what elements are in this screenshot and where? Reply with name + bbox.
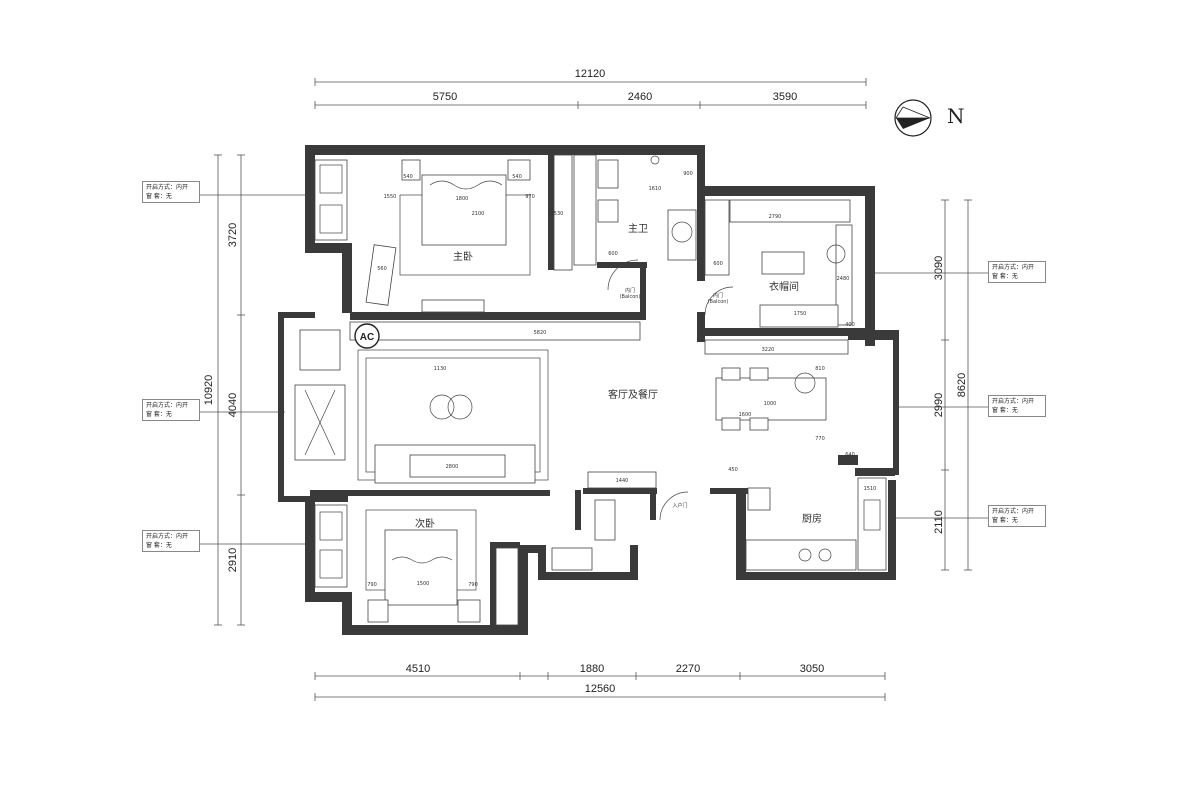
room-label-master-bedroom: 主卧 <box>453 250 473 263</box>
dim-left-seg-3: 2910 <box>227 548 239 572</box>
dim-right-total: 8620 <box>956 373 968 397</box>
ac-label: AC <box>360 332 374 343</box>
walk-in-closet: 衣帽间 2790 2480 1750 内门 (Balcon) 400 <box>704 199 855 328</box>
room-label-kitchen: 厨房 <box>802 512 822 525</box>
dim-right-seg-3: 2110 <box>933 510 945 534</box>
svg-text:1130: 1130 <box>434 366 447 372</box>
north-label: N <box>947 104 965 128</box>
second-bedroom: 次卧 1500 790 790 <box>314 504 519 626</box>
bottom-dimensions: 4510 1880 2270 3050 12560 <box>314 663 886 701</box>
dim-bottom-seg-3: 2270 <box>676 663 700 675</box>
left-dimensions: 10920 3720 4040 2910 <box>203 154 245 626</box>
svg-text:内门: 内门 <box>713 292 723 299</box>
svg-text:1600: 1600 <box>739 412 752 418</box>
master-bedroom: 主卧 1800 2100 1550 970 2530 560 540 540 <box>314 154 597 313</box>
living-dining: 5820 AC 2800 1130 1000 1600 810 770 3220… <box>294 251 855 484</box>
svg-text:1800: 1800 <box>456 196 469 202</box>
svg-text:790: 790 <box>367 582 377 588</box>
svg-text:790: 790 <box>468 582 478 588</box>
second-bed <box>384 529 458 606</box>
window-note-right-2: 开启方式：内开 窗 套：无 <box>988 395 1046 417</box>
window-leaders <box>200 194 988 545</box>
dim-bottom-seg-4: 3050 <box>800 663 824 675</box>
svg-text:640: 640 <box>845 452 855 458</box>
dim-bottom-seg-2: 1880 <box>580 663 604 675</box>
svg-text:2530: 2530 <box>551 211 564 217</box>
compass-icon <box>894 99 932 137</box>
svg-text:1750: 1750 <box>794 311 807 317</box>
master-bed <box>421 174 507 246</box>
dim-top-total: 12120 <box>575 68 606 80</box>
svg-text:450: 450 <box>728 467 738 473</box>
svg-text:540: 540 <box>403 174 413 180</box>
svg-text:1610: 1610 <box>649 186 662 192</box>
window-note-right-3: 开启方式：内开 窗 套：无 <box>988 505 1046 527</box>
svg-text:入户门: 入户门 <box>672 502 687 509</box>
exterior-walls <box>278 145 899 635</box>
svg-text:900: 900 <box>683 171 693 177</box>
room-label-living-dining: 客厅及餐厅 <box>608 388 658 401</box>
room-label-second-bedroom: 次卧 <box>415 517 435 530</box>
window-note-left-2: 开启方式：内开 窗 套：无 <box>142 399 200 421</box>
dim-left-seg-1: 3720 <box>227 223 239 247</box>
svg-text:1440: 1440 <box>616 478 629 484</box>
room-label-walk-in-closet: 衣帽间 <box>769 280 799 293</box>
svg-text:600: 600 <box>608 251 618 257</box>
svg-text:770: 770 <box>815 436 825 442</box>
svg-text:540: 540 <box>512 174 522 180</box>
ac-badge <box>354 323 380 349</box>
svg-text:560: 560 <box>377 266 387 272</box>
window-note-left-1: 开启方式：内开 窗 套：无 <box>142 181 200 203</box>
svg-text:2480: 2480 <box>837 276 850 282</box>
svg-text:1550: 1550 <box>384 194 397 200</box>
dim-right-seg-2: 2990 <box>933 393 945 417</box>
master-bath: 主卫 1610 900 内门 (Balcon) <box>597 155 697 300</box>
dim-left-total: 10920 <box>203 375 215 406</box>
dim-top-seg-3: 3590 <box>773 91 797 103</box>
dim-top-seg-1: 5750 <box>433 91 457 103</box>
room-label-master-bath: 主卫 <box>628 223 648 235</box>
dim-right-seg-1: 3090 <box>933 256 945 280</box>
entry-area: 1440 入户门 <box>551 471 689 571</box>
window-note-right-1: 开启方式：内开 窗 套：无 <box>988 261 1046 283</box>
svg-text:(Balcon): (Balcon) <box>708 299 729 305</box>
dim-bottom-seg-1: 4510 <box>406 663 430 675</box>
svg-text:1510: 1510 <box>864 486 877 492</box>
svg-text:1000: 1000 <box>764 401 777 407</box>
svg-text:600: 600 <box>713 261 723 267</box>
svg-text:1500: 1500 <box>417 581 430 587</box>
dim-top-seg-2: 2460 <box>628 91 652 103</box>
svg-text:970: 970 <box>525 194 535 200</box>
svg-text:5820: 5820 <box>534 330 547 336</box>
interior-walls <box>310 155 867 627</box>
dim-left-seg-2: 4040 <box>227 393 239 417</box>
right-dimensions: 8620 3090 2990 2110 <box>933 199 972 571</box>
svg-text:2100: 2100 <box>472 211 485 217</box>
svg-text:810: 810 <box>815 366 825 372</box>
svg-text:400: 400 <box>845 322 855 328</box>
window-note-left-3: 开启方式：内开 窗 套：无 <box>142 530 200 552</box>
svg-text:2800: 2800 <box>446 464 459 470</box>
svg-text:内门: 内门 <box>625 287 635 294</box>
svg-text:3220: 3220 <box>762 347 775 353</box>
svg-text:2790: 2790 <box>769 214 782 220</box>
top-dimensions: 12120 5750 2460 3590 <box>314 68 867 109</box>
kitchen: 厨房 450 1510 <box>728 467 887 571</box>
dim-bottom-total: 12560 <box>585 683 616 695</box>
svg-text:(Balcon): (Balcon) <box>620 294 641 300</box>
